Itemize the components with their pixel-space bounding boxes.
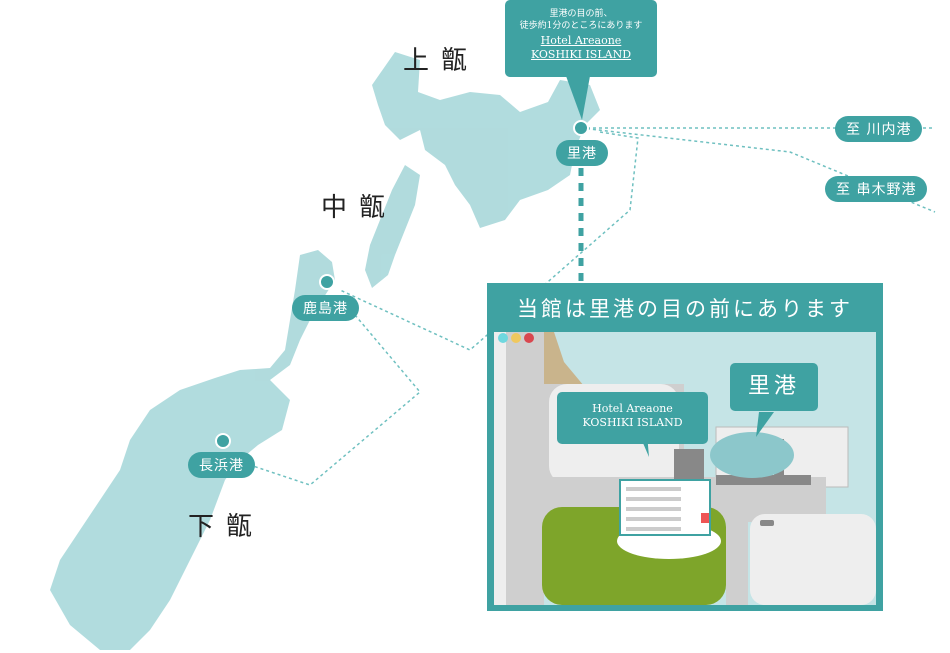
inset-map-panel: 当館は里港の目の前にあります Hotel Areaone KOSHIKI ISL… <box>487 283 883 611</box>
inset-port-callout: 里港 <box>730 363 818 411</box>
hotel-link-line1[interactable]: Hotel Areaone <box>540 34 622 47</box>
kashima-port-marker <box>319 274 335 290</box>
nagahama-port-marker <box>215 433 231 449</box>
hotel-link-line2[interactable]: KOSHIKI ISLAND <box>530 48 632 61</box>
naka-island-label: 中甑 <box>321 193 398 223</box>
route-line-nagahama <box>249 314 422 486</box>
kashima-port-label: 鹿島港 <box>292 295 359 321</box>
inset-site-map <box>494 332 876 605</box>
sato-port-label: 里港 <box>556 140 608 166</box>
inset-hotel-callout: Hotel Areaone KOSHIKI ISLAND <box>557 392 708 444</box>
route-kushikino-label: 至 串木野港 <box>825 176 928 202</box>
shimo-island-label: 下甑 <box>188 512 265 542</box>
kami-island-label: 上甑 <box>403 46 480 76</box>
traffic-light-yellow <box>511 333 521 343</box>
route-sendai-label: 至 川内港 <box>835 116 923 142</box>
route-line-kashima <box>339 131 639 351</box>
callout-line1: 里港の目の前、 <box>549 9 613 19</box>
callout-pointer <box>566 76 590 120</box>
nagahama-port-label: 長浜港 <box>188 452 255 478</box>
naka-island <box>365 165 420 288</box>
inset-hotel-line2: KOSHIKI ISLAND <box>582 416 683 429</box>
traffic-light-blue <box>498 333 508 343</box>
sato-port-marker <box>573 120 589 136</box>
kami-island <box>372 52 600 228</box>
inset-title: 当館は里港の目の前にあります <box>517 297 853 321</box>
shimo-island <box>50 250 335 650</box>
inset-hotel-line1: Hotel Areaone <box>592 402 673 415</box>
hotel-callout: 里港の目の前、 徒歩約1分のところにあります Hotel Areaone KOS… <box>505 0 657 77</box>
traffic-light-red <box>524 333 534 343</box>
callout-line2: 徒歩約1分のところにあります <box>519 21 643 31</box>
